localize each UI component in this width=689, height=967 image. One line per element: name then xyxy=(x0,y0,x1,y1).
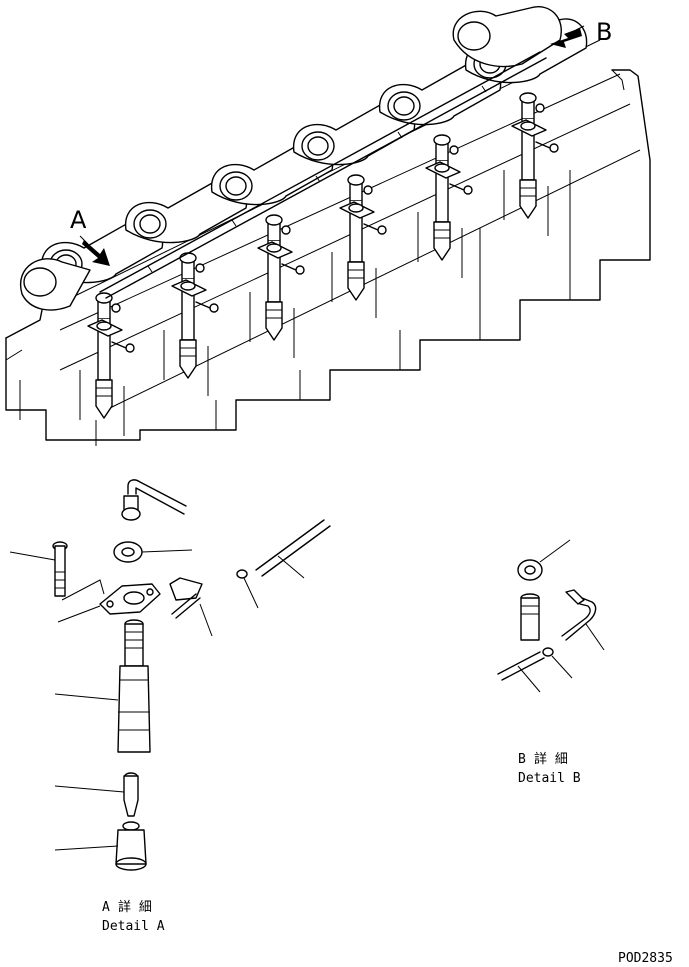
detail-b-kanji: 詳 細 xyxy=(534,751,568,767)
detail-b-letter: B xyxy=(518,752,526,767)
detail-b-exploded-view xyxy=(497,539,605,693)
callout-b-arrow: B xyxy=(550,18,612,48)
callout-a-label: A xyxy=(70,206,87,234)
detail-a-letter: A xyxy=(102,900,110,915)
drawing-code: POD2835 xyxy=(618,951,673,966)
callout-b-label: B xyxy=(596,18,612,46)
detail-a-caption: A 詳 細 Detail A xyxy=(102,899,165,934)
detail-b-title: Detail B xyxy=(518,771,581,786)
detail-b-caption: B 詳 細 Detail B xyxy=(518,751,581,786)
detail-a-exploded-view xyxy=(9,479,331,871)
engine-head-assembly xyxy=(5,6,651,446)
callout-a-arrow: A xyxy=(70,206,110,266)
detail-a-title: Detail A xyxy=(102,919,165,934)
detail-a-kanji: 詳 細 xyxy=(118,899,152,915)
